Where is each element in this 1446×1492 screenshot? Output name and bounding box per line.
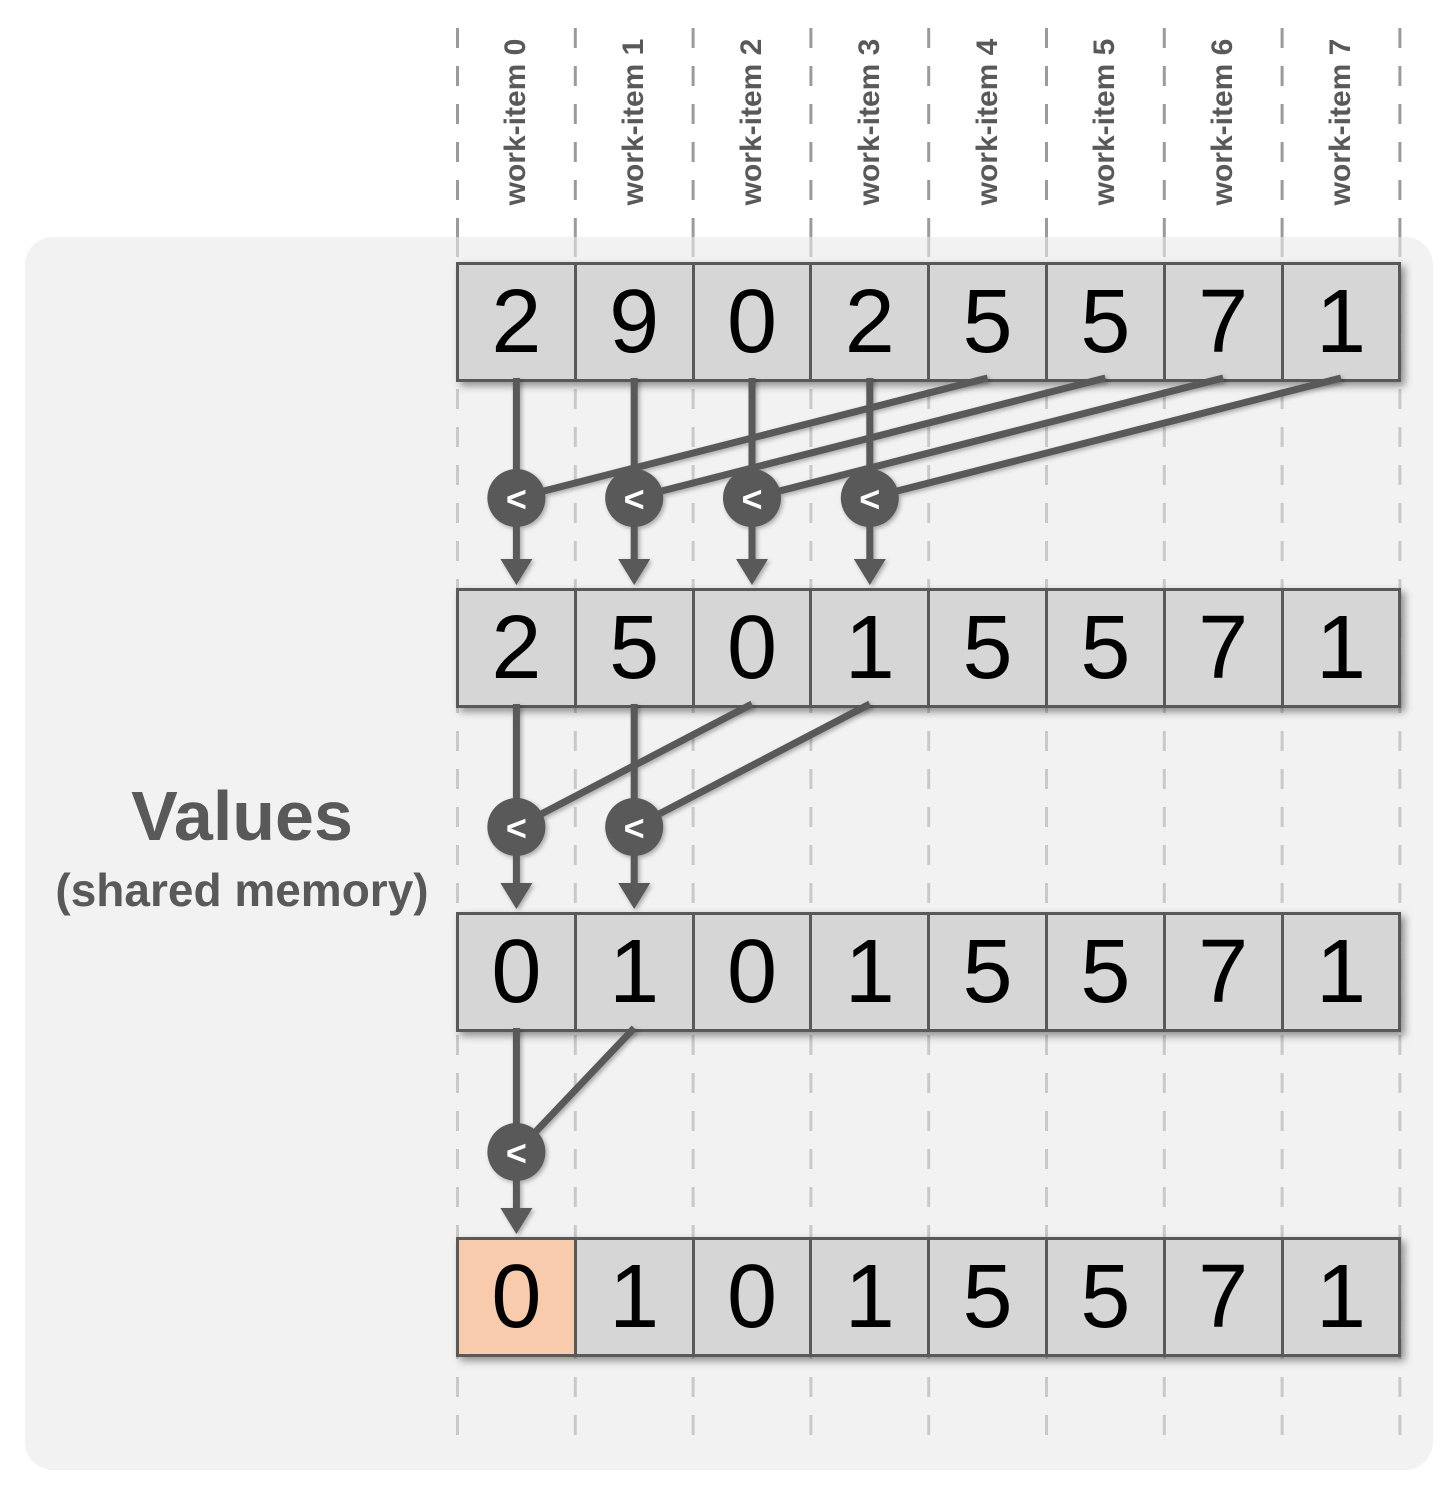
arrow-down-icon [500, 1208, 533, 1234]
less-than-icon: < [624, 479, 645, 520]
shared-memory-label: (shared memory) [55, 864, 429, 916]
memory-cell-r2-c5: 5 [1045, 911, 1166, 1032]
comparator-circle [605, 469, 664, 527]
arrow-down-icon [853, 559, 886, 585]
memory-cell-r1-c4: 5 [927, 587, 1048, 708]
comparator-circle [487, 1123, 546, 1181]
less-than-icon: < [506, 808, 527, 849]
comparator-source-line [632, 700, 872, 831]
comparator-circle [487, 469, 546, 527]
comparator-circle [487, 798, 546, 856]
comparator-source-line [751, 374, 1225, 502]
memory-cell-r2-c1: 1 [573, 911, 695, 1032]
memory-cell-r3-c7: 1 [1280, 1236, 1402, 1357]
comparator-circle [723, 469, 781, 527]
comparator-circle [605, 798, 664, 856]
comparator-source-line [868, 374, 1342, 502]
less-than-icon: < [624, 808, 645, 849]
memory-cell-r1-c6: 7 [1162, 587, 1284, 708]
memory-cell-r2-c4: 5 [927, 911, 1048, 1032]
memory-cell-r1-c1: 5 [573, 587, 695, 708]
memory-cell-r3-c6: 7 [1162, 1236, 1284, 1357]
memory-cell-r2-c0: 0 [456, 911, 577, 1032]
memory-cell-r0-c0: 2 [456, 261, 577, 382]
less-than-icon: < [506, 1133, 527, 1174]
memory-cell-r0-c6: 7 [1162, 261, 1284, 382]
memory-cell-r1-c7: 1 [1280, 587, 1402, 708]
memory-cell-r3-c1: 1 [573, 1236, 695, 1357]
memory-cell-r3-c4: 5 [927, 1236, 1048, 1357]
memory-cell-r2-c6: 7 [1162, 911, 1284, 1032]
comparator-circle [840, 469, 899, 527]
values-label: Values [131, 777, 353, 855]
less-than-icon: < [741, 479, 762, 520]
memory-cell-r2-c3: 1 [809, 911, 931, 1032]
memory-cell-r2-c2: 0 [691, 911, 813, 1032]
less-than-icon: < [859, 479, 880, 520]
arrow-down-icon [736, 559, 768, 585]
memory-cell-r2-c7: 1 [1280, 911, 1402, 1032]
arrow-down-icon [618, 883, 651, 909]
arrow-down-icon [618, 559, 651, 585]
memory-cell-r0-c7: 1 [1280, 261, 1402, 382]
less-than-icon: < [506, 479, 527, 520]
arrow-down-icon [500, 559, 533, 585]
memory-cell-r3-c0: 0 [456, 1236, 577, 1357]
arrow-down-icon [500, 883, 533, 909]
values-title: Values (shared memory) [22, 778, 462, 916]
